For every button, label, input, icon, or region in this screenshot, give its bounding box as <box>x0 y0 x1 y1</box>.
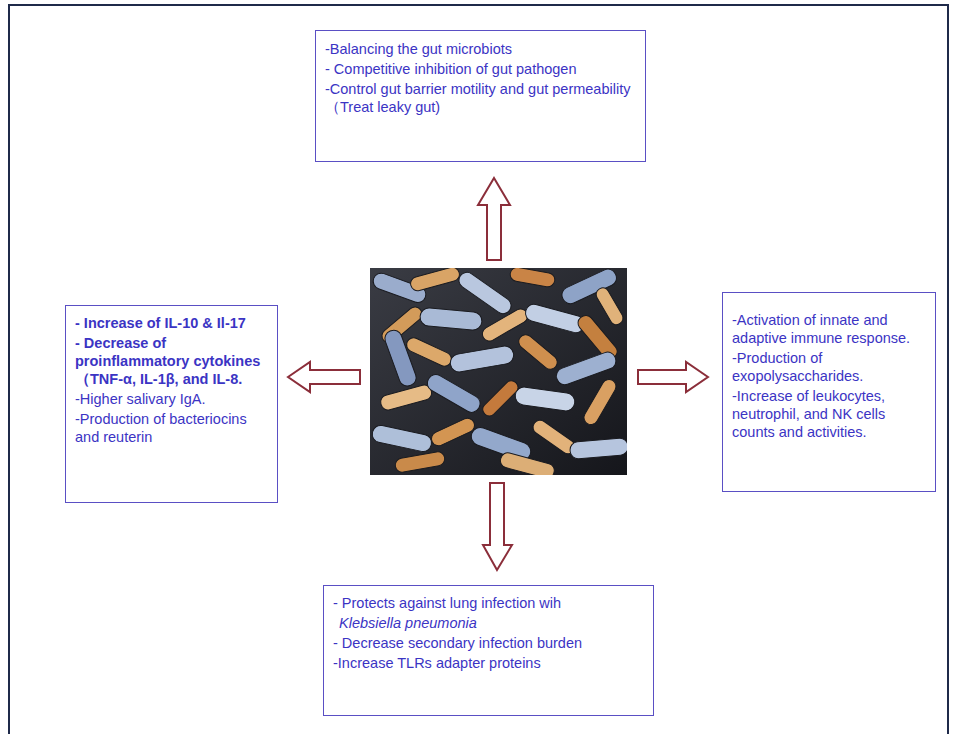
bullet-text: -Increase of leukocytes, neutrophil, and… <box>732 387 927 441</box>
bullet-text: -Higher salivary IgA. <box>75 390 269 408</box>
bullet-text: -Balancing the gut microbiots <box>325 40 637 58</box>
bullet-text: -Production of exopolysaccharides. <box>732 349 927 385</box>
text-box: - Protects against lung infection wihKle… <box>323 585 654 716</box>
bullet-text: - Decrease secondary infection burden <box>333 634 645 652</box>
bullet-text: -Activation of innate and adaptive immun… <box>732 311 927 347</box>
bullet-text: - Decrease of proinflammatory cytokines（… <box>75 334 269 388</box>
bullet-text: -Increase TLRs adapter proteins <box>333 654 645 672</box>
text-box: -Balancing the gut microbiots - Competiti… <box>315 30 646 162</box>
bullet-text: -Control gut barrier motility and gut pe… <box>325 80 637 116</box>
bullet-text: - Competitive inhibition of gut pathogen <box>325 60 637 78</box>
bacteria-image <box>370 268 627 475</box>
bullet-text: -Production of bacteriocins and reuterin <box>75 410 269 446</box>
text-box: -Activation of innate and adaptive immun… <box>722 292 936 492</box>
text-box: - Increase of IL-10 & Il-17 - Decrease of… <box>65 305 278 503</box>
bullet-text: - Increase of IL-10 & Il-17 <box>75 314 269 332</box>
bullet-text: Klebsiella pneumonia <box>333 614 645 632</box>
bullet-text: - Protects against lung infection wih <box>333 594 645 612</box>
block-arrows <box>288 178 708 570</box>
